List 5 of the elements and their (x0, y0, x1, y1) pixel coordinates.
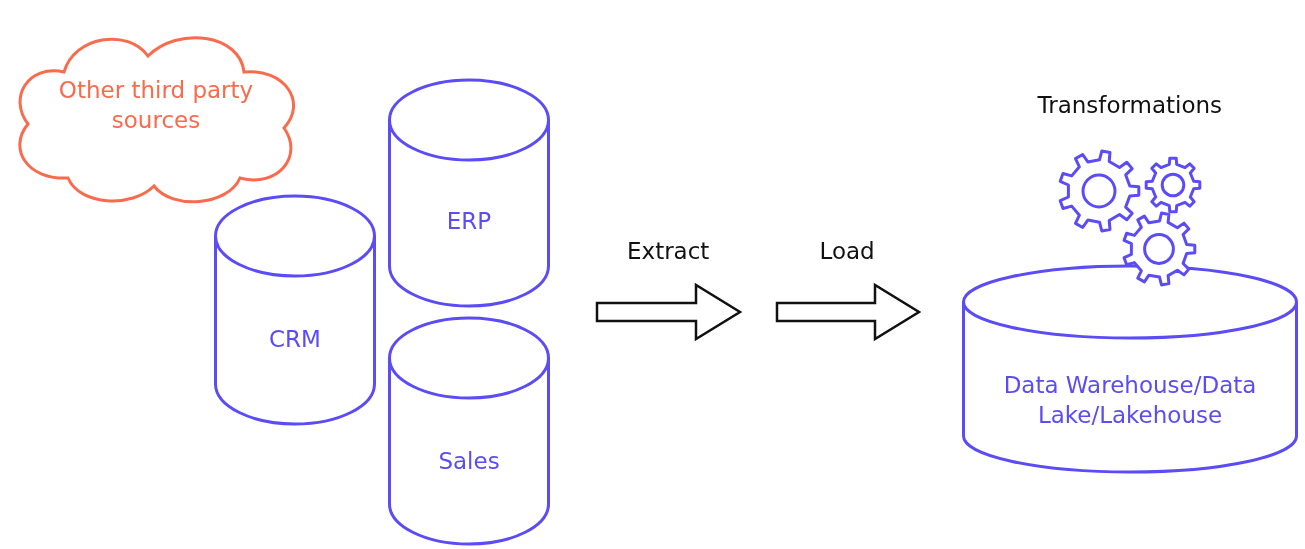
node-label: Sales (437, 447, 501, 476)
node-label: Data Warehouse/Data Lake/Lakehouse (1002, 371, 1258, 430)
node-label: Other third party sources (57, 76, 255, 135)
node-label: CRM (268, 325, 322, 354)
node-label: ERP (445, 207, 493, 236)
